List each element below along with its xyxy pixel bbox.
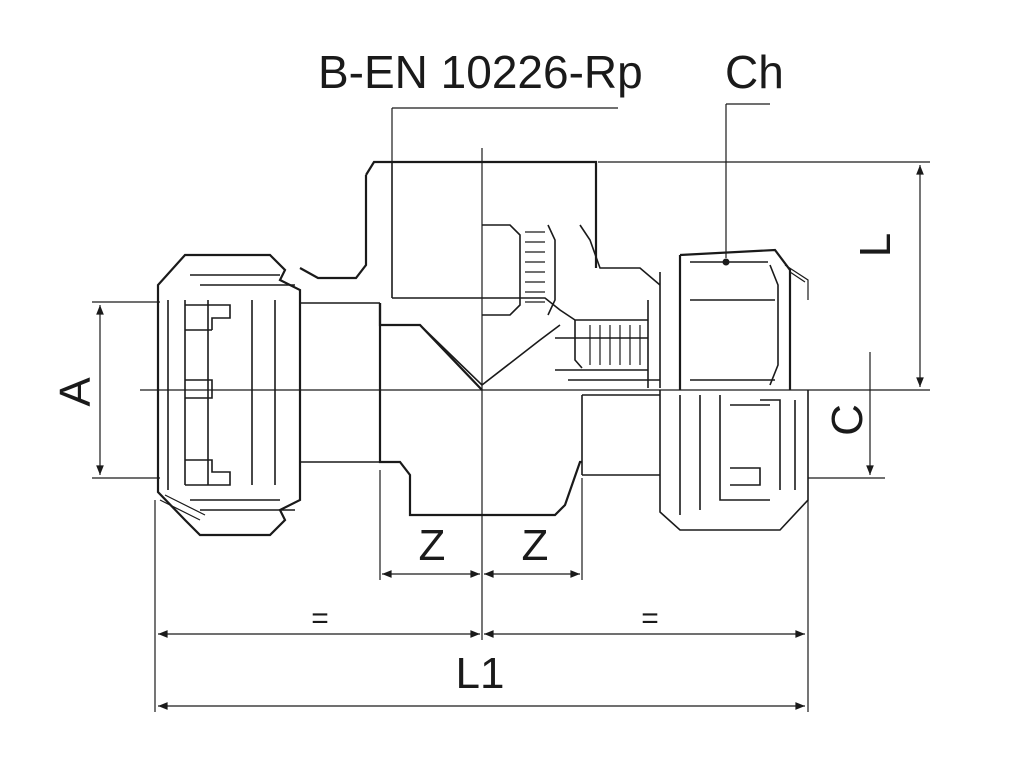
dimension-lines (92, 103, 930, 712)
dim-l-label: L (851, 233, 900, 257)
dim-a-label: A (51, 377, 100, 407)
dim-l1-label: L1 (456, 649, 505, 698)
hex-size-label: Ch (725, 46, 784, 98)
dim-c-label: C (823, 404, 872, 436)
dim-z-left-label: Z (419, 521, 446, 570)
nut-marking-dot (722, 258, 730, 266)
tee-body (299, 160, 661, 517)
equal-left-label: = (311, 602, 329, 635)
left-compression-nut (156, 253, 302, 537)
center-lines (140, 148, 930, 640)
equal-right-label: = (641, 602, 659, 635)
thread-spec-label: B-EN 10226-Rp (318, 46, 643, 98)
right-compression-nut (659, 248, 809, 531)
dim-z-right-label: Z (522, 521, 549, 570)
